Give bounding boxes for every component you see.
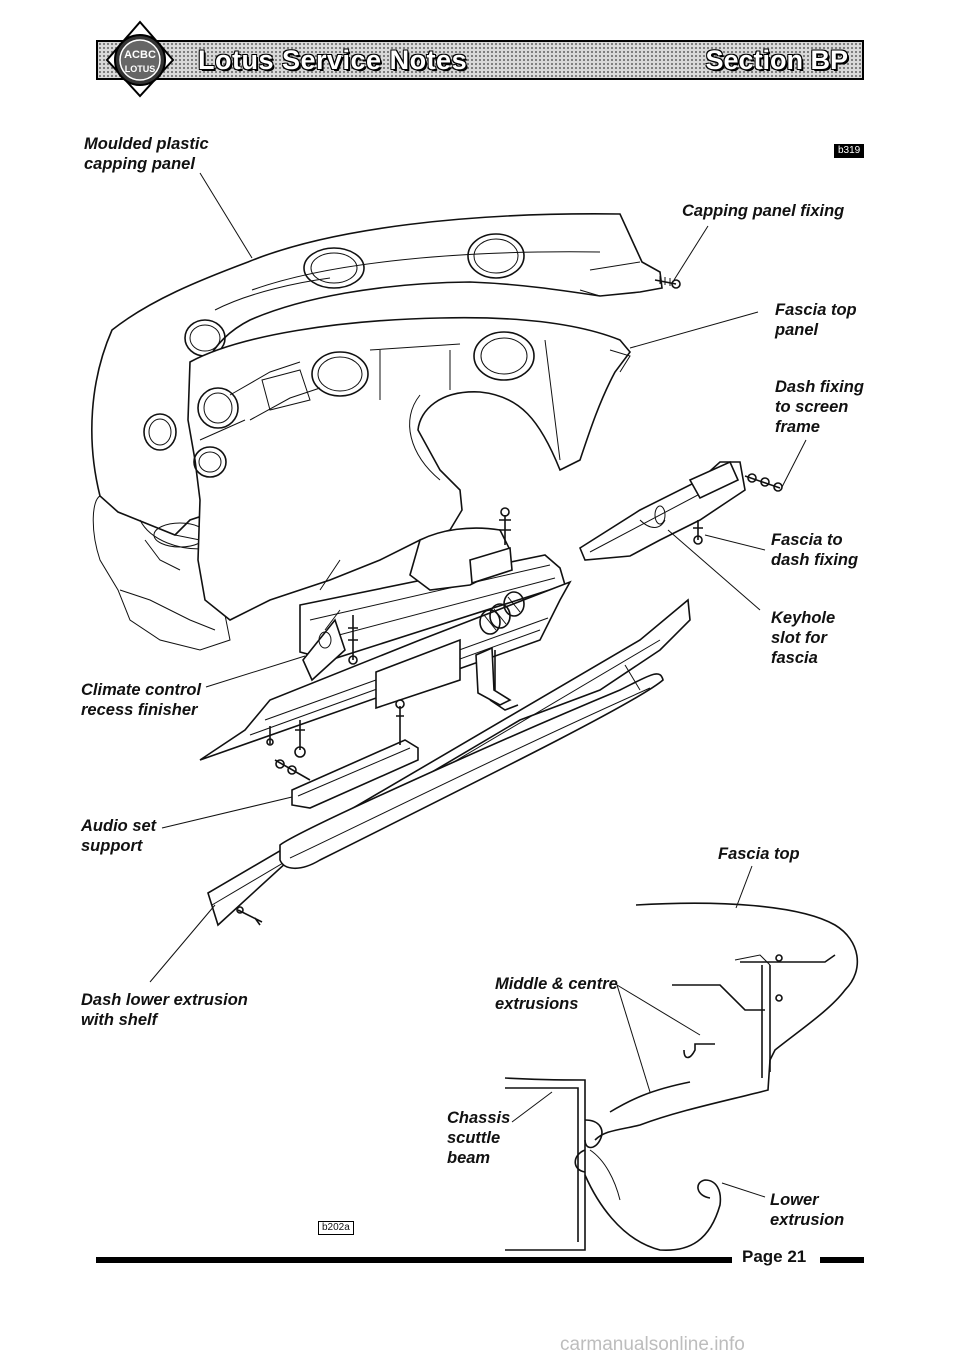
- label-chassis-scuttle-beam: Chassis scuttle beam: [447, 1109, 511, 1167]
- watermark: carmanualsonline.info: [560, 1334, 745, 1355]
- footer-rule-right: [820, 1257, 864, 1263]
- label-fascia-to-dash-fixing: Fascia to dash fixing: [771, 531, 859, 569]
- section-detail-drawing: [504, 902, 859, 1251]
- label-audio-set-support: Audio set support: [81, 817, 157, 855]
- page-number: Page 21: [742, 1247, 807, 1266]
- dash-lower-extrusion-drawing: [207, 598, 691, 927]
- lotus-logo-icon: ACBC LOTUS: [105, 20, 175, 98]
- label-lower-extrusion: Lower extrusion: [770, 1191, 845, 1229]
- label-fascia-top: Fascia top: [718, 845, 800, 863]
- label-keyhole-slot-for-fascia: Keyhole slot for fascia: [771, 609, 836, 667]
- header-banner: Lotus Service Notes Section BP: [96, 40, 864, 80]
- label-dash-fixing-to-screen-frame: Dash fixing to screen frame: [775, 378, 864, 436]
- section-label: Section BP: [705, 45, 848, 75]
- figure-ref-top: b319: [834, 144, 865, 158]
- figure-ref-bottom: b202a: [318, 1221, 354, 1235]
- audio-set-support-drawing: [291, 646, 519, 809]
- capping-panel-drawing: [91, 213, 663, 651]
- logo-text: LOTUS: [125, 64, 156, 74]
- label-dash-lower-extrusion-with-shelf: Dash lower extrusion with shelf: [81, 991, 248, 1029]
- footer-rule-left: [96, 1257, 732, 1263]
- label-middle-centre-extrusions: Middle & centre extrusions: [495, 975, 618, 1013]
- capping-panel-screw-drawing: [654, 276, 681, 289]
- leader-lines: [149, 172, 807, 1198]
- label-moulded-plastic-capping-panel: Moulded plastic capping panel: [84, 135, 209, 173]
- label-fascia-top-panel: Fascia top panel: [775, 301, 857, 339]
- fascia-top-panel-drawing: [187, 316, 632, 621]
- label-climate-control-recess-finisher: Climate control recess finisher: [81, 681, 202, 719]
- page-header-title: Lotus Service Notes: [198, 45, 468, 75]
- logo-monogram: ACBC: [124, 49, 156, 61]
- end-bracket-drawing: [579, 460, 783, 561]
- label-capping-panel-fixing: Capping panel fixing: [682, 202, 845, 220]
- dash-beam-drawing: [199, 507, 572, 781]
